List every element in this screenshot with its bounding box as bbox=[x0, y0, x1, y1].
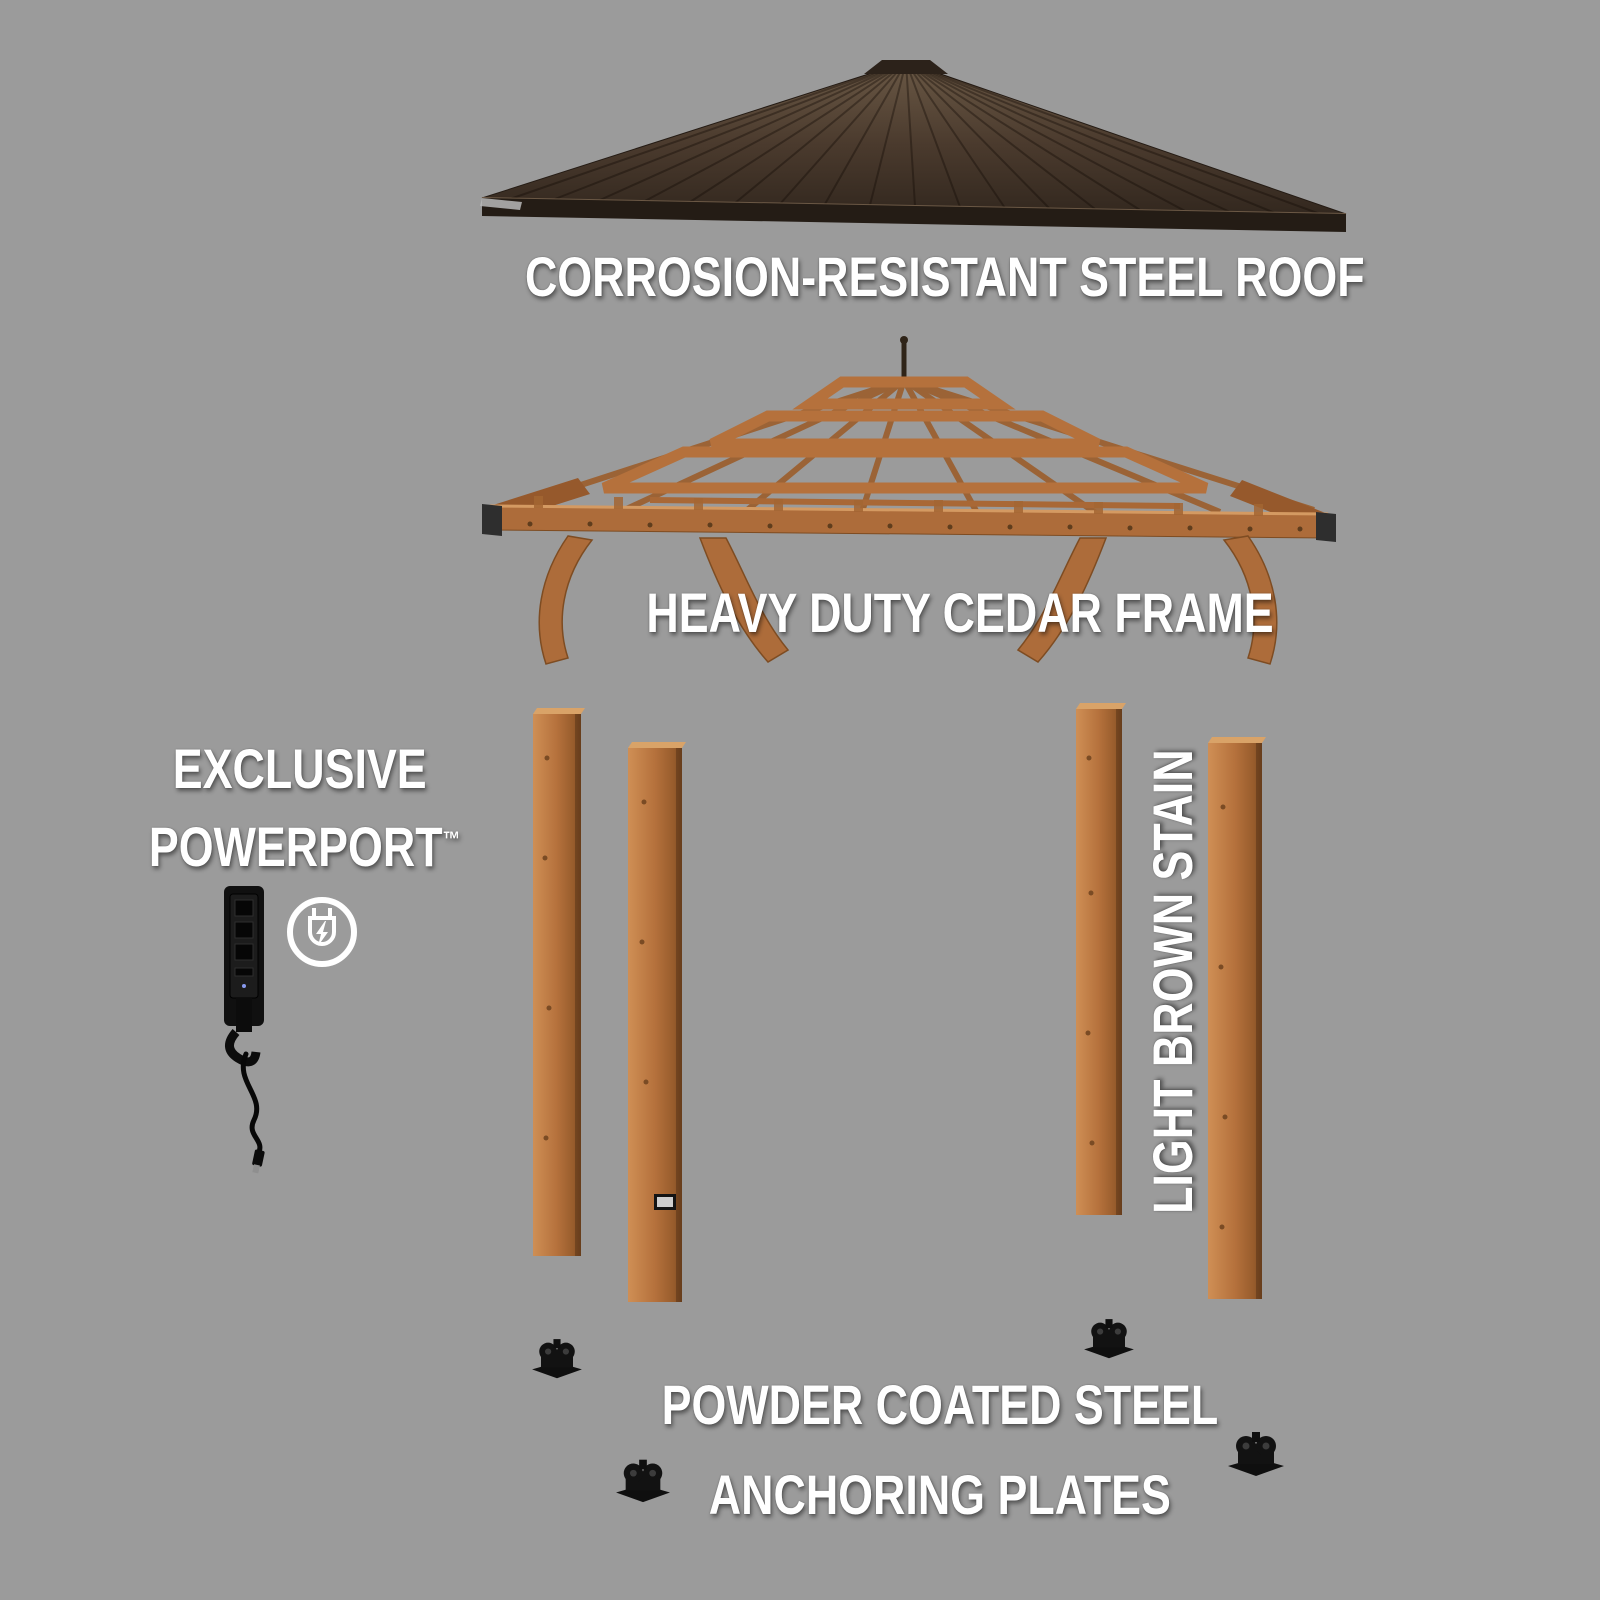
anchor-plate-2 bbox=[616, 1459, 670, 1503]
post-3-face bbox=[1076, 709, 1122, 1215]
label-cedar-frame: HEAVY DUTY CEDAR FRAME bbox=[440, 580, 1480, 645]
post-2-top bbox=[628, 742, 686, 748]
post-2-face bbox=[628, 748, 682, 1302]
label-exclusive: EXCLUSIVE bbox=[110, 736, 490, 801]
label-anchor-line1: POWDER COATED STEEL bbox=[440, 1372, 1440, 1437]
post-2-outlet-cover bbox=[657, 1197, 673, 1207]
post-2-edge bbox=[676, 748, 682, 1302]
post-3-top bbox=[1076, 703, 1126, 709]
powerport-icon-ring bbox=[287, 897, 357, 967]
frame-corner-plate-left bbox=[482, 504, 502, 536]
anchor-plate-1 bbox=[532, 1339, 582, 1379]
cedar-frame-illustration bbox=[482, 336, 1336, 665]
label-powerport: POWERPORT™ bbox=[110, 814, 490, 879]
frame-tiers bbox=[601, 376, 1209, 494]
steel-roof-illustration bbox=[480, 60, 1347, 232]
post-4-top bbox=[1208, 737, 1266, 743]
post-1-top bbox=[533, 708, 585, 714]
powerport-icon-bolt bbox=[316, 921, 328, 946]
post-4-face bbox=[1208, 743, 1262, 1299]
post-1-face bbox=[533, 714, 581, 1256]
frame-corner-braces bbox=[538, 535, 1278, 665]
post-4-edge bbox=[1256, 743, 1262, 1299]
frame-corner-plate-right bbox=[1316, 512, 1336, 542]
roof-rib-lines bbox=[509, 61, 1321, 215]
frame-beam-highlight bbox=[489, 504, 1329, 516]
frame-batten bbox=[649, 497, 1181, 509]
powerport-hook bbox=[225, 1029, 261, 1067]
post-3-holes bbox=[1085, 755, 1095, 1146]
label-powerport-wrap: POWERPORT™ bbox=[149, 814, 460, 879]
label-anchor-line2: ANCHORING PLATES bbox=[440, 1462, 1440, 1527]
post-4 bbox=[1208, 737, 1266, 1299]
powerport-led bbox=[242, 984, 246, 988]
powerport-clamp bbox=[236, 998, 252, 1032]
label-anchor-line2-text: ANCHORING PLATES bbox=[708, 1463, 1172, 1526]
label-cedar-frame-text: HEAVY DUTY CEDAR FRAME bbox=[646, 581, 1274, 644]
post-1 bbox=[533, 708, 585, 1256]
powerport-icon-plug bbox=[308, 916, 336, 946]
powerport-device-illustration bbox=[224, 886, 265, 1174]
label-light-brown-stain: LIGHT BROWN STAIN bbox=[1140, 749, 1204, 1272]
label-powerport-text: POWERPORT bbox=[148, 815, 443, 878]
post-2 bbox=[628, 742, 686, 1302]
label-steel-roof: CORROSION-RESISTANT STEEL ROOF bbox=[420, 244, 1420, 309]
roof-soffit-tip bbox=[480, 198, 522, 210]
post-3 bbox=[1076, 703, 1126, 1215]
powerport-cord bbox=[240, 1051, 263, 1157]
powerport-icon bbox=[287, 897, 357, 967]
frame-rafter-tails bbox=[534, 496, 1263, 516]
post-4-holes bbox=[1218, 804, 1228, 1230]
frame-bolts bbox=[527, 521, 1303, 532]
anchor-plate-3 bbox=[1084, 1319, 1134, 1359]
post-1-edge bbox=[575, 714, 581, 1256]
label-exclusive-text: EXCLUSIVE bbox=[173, 737, 427, 800]
label-light-brown-stain-text: LIGHT BROWN STAIN bbox=[1141, 749, 1204, 1214]
roof-ridge-cap bbox=[864, 60, 948, 74]
powerport-plug bbox=[252, 1149, 265, 1174]
post-1-holes bbox=[542, 755, 552, 1141]
anchor-plate-4 bbox=[1228, 1432, 1284, 1476]
label-powerport-tm: ™ bbox=[442, 826, 461, 852]
label-anchor-line1-text: POWDER COATED STEEL bbox=[661, 1373, 1219, 1436]
post-3-edge bbox=[1116, 709, 1122, 1215]
frame-finial-tip bbox=[900, 336, 908, 344]
powerport-outlets bbox=[234, 899, 254, 977]
roof-fascia bbox=[482, 198, 1346, 232]
label-steel-roof-text: CORROSION-RESISTANT STEEL ROOF bbox=[524, 245, 1365, 308]
post-2-holes bbox=[639, 799, 649, 1085]
